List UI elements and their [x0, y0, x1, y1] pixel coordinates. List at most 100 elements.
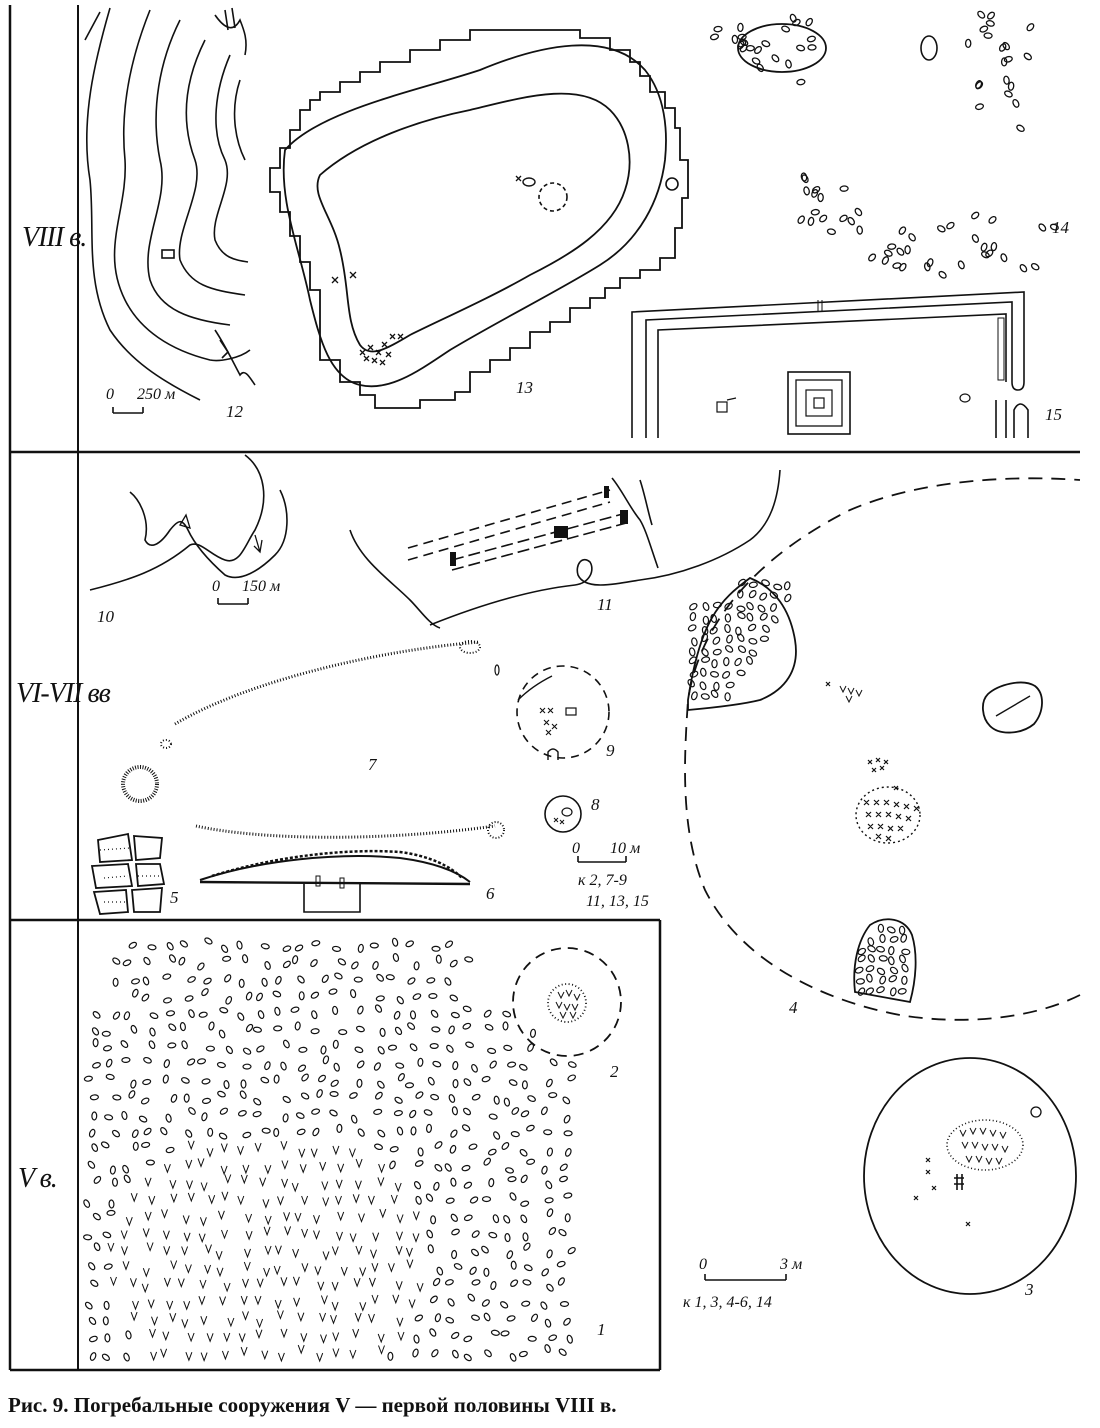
stone-mark	[867, 945, 876, 953]
grave-mark	[264, 1165, 272, 1175]
grave-mark	[217, 1210, 225, 1221]
stone-mark	[1026, 23, 1035, 32]
figure-number-14: 14	[1052, 218, 1069, 237]
stone-mark	[520, 1110, 530, 1118]
grave-mark	[277, 1196, 284, 1206]
grave-mark	[144, 1211, 152, 1222]
grave-mark	[396, 1317, 404, 1328]
stone-mark	[413, 1180, 422, 1190]
scale-150-value: 150 м	[242, 578, 281, 595]
stone-mark	[312, 1127, 320, 1137]
stone-mark	[219, 1107, 229, 1115]
stone-mark	[701, 633, 709, 643]
stone-mark	[428, 992, 438, 1000]
stone-mark	[415, 1195, 422, 1205]
grave-mark	[301, 1263, 309, 1273]
stone-mark	[508, 1079, 518, 1086]
scale-bar-3m	[704, 1274, 787, 1281]
stone-mark	[908, 233, 916, 242]
stone-mark	[789, 13, 797, 23]
stone-mark	[567, 1074, 577, 1082]
stone-mark	[549, 1058, 558, 1067]
grave-mark	[200, 1316, 208, 1326]
stone-mark	[461, 1164, 471, 1172]
stone-mark	[746, 612, 754, 622]
stone-mark	[469, 1266, 477, 1275]
stone-mark	[865, 965, 875, 973]
stone-mark	[521, 1080, 528, 1090]
grave-mark	[336, 1231, 343, 1242]
stone-mark	[252, 1110, 262, 1118]
stone-mark	[83, 1234, 93, 1241]
stone-mark	[223, 1080, 230, 1090]
grave-mark	[355, 1158, 363, 1169]
stone-mark	[394, 1096, 403, 1104]
grave-mark	[198, 1233, 206, 1244]
grave-mark	[263, 1226, 271, 1237]
grave-mark	[146, 1242, 154, 1252]
stone-mark	[112, 1011, 121, 1020]
stone-mark	[736, 669, 746, 677]
stone-mark	[805, 17, 813, 27]
stone-mark	[826, 228, 836, 236]
figure-number-15: 15	[1045, 405, 1062, 424]
stone-mark	[429, 1328, 437, 1337]
panel-frame	[8, 5, 1080, 1372]
stone-mark	[413, 961, 420, 971]
stone-mark	[724, 602, 733, 610]
stone-mark	[203, 977, 212, 985]
grave-mark	[185, 1159, 193, 1170]
stone-mark	[558, 1348, 567, 1356]
grave-mark	[245, 1213, 253, 1224]
grave-mark	[227, 1317, 235, 1328]
stone-slab-5	[90, 832, 166, 915]
stone-mark	[448, 1094, 456, 1103]
stone-mark	[469, 1196, 479, 1204]
stone-mark	[310, 1028, 320, 1035]
stone-mark	[701, 648, 709, 657]
stone-mark	[769, 591, 779, 599]
grave-mark	[355, 1245, 363, 1256]
stone-mark	[1007, 81, 1015, 91]
stone-mark	[897, 988, 907, 995]
stone-mark	[311, 1010, 318, 1020]
stone-mark	[100, 1141, 110, 1149]
stone-mark	[83, 1075, 93, 1082]
stone-mark	[797, 215, 805, 224]
stone-mark	[83, 1199, 91, 1208]
stone-mark	[971, 234, 980, 243]
stone-mark	[274, 1006, 281, 1016]
stone-mark	[748, 590, 757, 599]
stone-mark	[394, 1026, 403, 1036]
barrow-plan-8	[544, 795, 582, 833]
stone-mark	[393, 1010, 401, 1020]
grave-mark	[142, 1268, 150, 1278]
stone-mark	[530, 1313, 539, 1323]
stone-mark	[273, 1127, 280, 1138]
stone-mark	[205, 1045, 215, 1052]
stone-mark	[901, 975, 908, 985]
grave-mark	[205, 1244, 212, 1255]
stone-mark	[548, 1092, 558, 1099]
stone-mark	[185, 1129, 193, 1138]
stone-mark	[373, 1108, 383, 1116]
stone-mark	[878, 955, 888, 962]
grave-mark	[163, 1164, 171, 1174]
grave-mark	[394, 1182, 402, 1193]
grave-mark	[330, 1315, 337, 1325]
grave-mark	[187, 1332, 195, 1343]
stone-mark	[509, 1353, 517, 1362]
grave-mark	[276, 1310, 284, 1320]
stone-mark	[471, 1093, 481, 1101]
grave-mark	[412, 1233, 420, 1243]
stone-mark	[92, 1038, 99, 1048]
stone-mark	[297, 1064, 307, 1072]
grave-mark	[245, 1231, 253, 1241]
stone-mark	[471, 1063, 478, 1073]
stone-mark	[759, 592, 768, 601]
stone-mark	[295, 1112, 305, 1119]
stone-mark	[165, 1010, 176, 1017]
stone-mark	[450, 1213, 458, 1222]
scale-3-value: 3 м	[780, 1256, 803, 1273]
